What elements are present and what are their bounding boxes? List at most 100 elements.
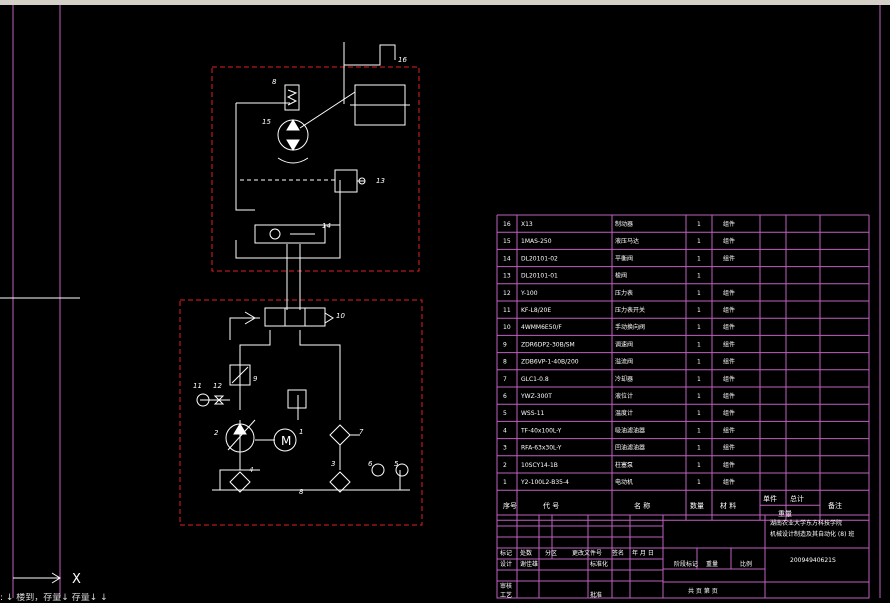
bom-row-note: 组件 [723, 323, 735, 331]
standardization-label: 标准化 [590, 560, 608, 568]
bom-row-name: 吸油滤油器 [615, 426, 645, 434]
bom-row-name: 调速阀 [615, 340, 633, 348]
bom-row-code: 10SCY14-1B [521, 462, 558, 469]
bom-row-name: 液压马达 [615, 237, 639, 245]
bom-row-name: 手动换向阀 [615, 323, 645, 331]
bom-row-note: 组件 [723, 375, 735, 383]
label-12: 12 [213, 382, 222, 390]
bom-row-name: 柱塞泵 [615, 461, 633, 469]
bom-row-note: 组件 [723, 444, 735, 452]
label-2: 2 [214, 429, 219, 437]
bom-row-name: 液位计 [615, 392, 633, 400]
motor-letter: M [281, 434, 291, 448]
bom-row-code: DL20101-01 [521, 273, 558, 280]
bom-row-name: 压力表开关 [615, 306, 645, 314]
bom-row-name: 梭阀 [615, 272, 627, 280]
review-label: 审核 [500, 582, 512, 590]
bom-row-note: 组件 [723, 461, 735, 469]
bom-header-remark: 备注 [828, 501, 842, 510]
bom-row-no: 10 [503, 324, 511, 331]
bom-row-no: 14 [503, 255, 511, 262]
cooler-symbol [329, 424, 360, 446]
bom-row-no: 12 [503, 290, 511, 297]
bom-row-code: KF-L8/20E [521, 307, 551, 314]
bom-header-no: 序号 [503, 501, 517, 510]
ucs-icon [13, 572, 61, 584]
approve-label: 批准 [590, 591, 602, 599]
label-5: 5 [394, 460, 399, 468]
hydraulic-motor-symbol [277, 119, 309, 164]
rev-label-count: 处数 [520, 549, 532, 557]
bom-row-no: 13 [503, 273, 511, 280]
bom-row-note: 组件 [723, 340, 735, 348]
bom-row-name: 电动机 [615, 478, 633, 486]
label-9: 9 [253, 375, 258, 383]
bom-header-total-weight: 总计 [790, 494, 804, 503]
small-relief-symbol [287, 389, 307, 409]
bom-row-qty: 1 [697, 376, 701, 383]
bom-row-name: 溢流阀 [615, 358, 633, 366]
bom-row-qty: 1 [697, 410, 701, 417]
bom-row-qty: 1 [697, 307, 701, 314]
title-block [496, 514, 870, 599]
bom-row-no: 16 [503, 221, 511, 228]
rev-label-mark: 标记 [500, 549, 512, 557]
bom-row-note: 组件 [723, 220, 735, 228]
bom-row-qty: 1 [697, 445, 701, 452]
bom-row-code: RFA-63x30L-Y [521, 445, 562, 452]
bom-row-no: 2 [503, 462, 507, 469]
weight-label: 重量 [706, 560, 718, 568]
bom-header-weight: 重量 [778, 510, 792, 518]
bom-row-name: 回油滤油器 [615, 444, 645, 452]
bom-row-qty: 1 [697, 273, 701, 280]
bom-row-no: 4 [503, 427, 507, 434]
command-line[interactable]: : ↓ 楼到，存量↓ 存量↓ ↓ [0, 593, 108, 603]
bom-row-note: 组件 [723, 358, 735, 366]
directional-valve-symbol [244, 307, 334, 327]
bom-row-code: 1MAS-250 [521, 238, 552, 245]
hydraulic-lines [200, 42, 410, 491]
label-4: 4 [249, 466, 253, 474]
bom-row-qty: 1 [697, 359, 701, 366]
bom-row-note: 组件 [723, 392, 735, 400]
bom-row-code: ZDB6VP-1-40B/200 [521, 359, 579, 366]
bom-row-note: 组件 [723, 478, 735, 486]
bom-row-qty: 1 [697, 427, 701, 434]
bom-row-qty: 1 [697, 290, 701, 297]
bom-row-no: 11 [503, 307, 511, 314]
bom-row-code: Y2-100L2-B35-4 [520, 479, 569, 486]
bom-row-name: 制动器 [615, 220, 633, 228]
cad-drawing-canvas[interactable]: M 16 8 15 13 14 10 9 11 12 2 1 7 4 3 6 5… [0, 5, 890, 603]
bom-row-code: GLC1-0.8 [521, 376, 549, 383]
bom-row-name: 冷却器 [615, 375, 633, 383]
bom-row-code: X13 [521, 221, 533, 228]
bom-row-code: WSS-11 [521, 410, 545, 417]
bom-row-qty: 1 [697, 255, 701, 262]
pressure-switch-symbol [196, 393, 225, 407]
bom-row-qty: 1 [697, 324, 701, 331]
window-top-strip [0, 0, 890, 5]
thermometer-symbol [371, 463, 385, 477]
label-14: 14 [322, 222, 331, 230]
design-label: 设计 [500, 560, 512, 568]
rev-label-sign: 签名 [612, 549, 624, 557]
bom-row-qty: 1 [697, 479, 701, 486]
electric-motor-symbol [273, 428, 297, 452]
label-1: 1 [299, 428, 303, 436]
bom-row-name: 压力表 [615, 289, 633, 297]
sheet-count: 共 页 第 页 [688, 587, 718, 595]
bom-row-note: 组件 [723, 237, 735, 245]
return-filter-symbol [329, 471, 351, 493]
level-gauge-symbol [395, 463, 409, 477]
bom-row-code: Y-100 [520, 290, 538, 297]
bom-header-name: 名 称 [634, 501, 650, 510]
designer-name: 谢佳雄 [520, 560, 538, 568]
bom-row-no: 1 [503, 479, 507, 486]
suction-filter-symbol [229, 471, 251, 493]
bom-row-no: 8 [503, 359, 507, 366]
bom-row-no: 9 [503, 341, 507, 348]
bom-row-name: 温度计 [615, 409, 633, 417]
bom-row-no: 15 [503, 238, 511, 245]
bom-row-code: 4WMM6E50/F [521, 324, 562, 331]
